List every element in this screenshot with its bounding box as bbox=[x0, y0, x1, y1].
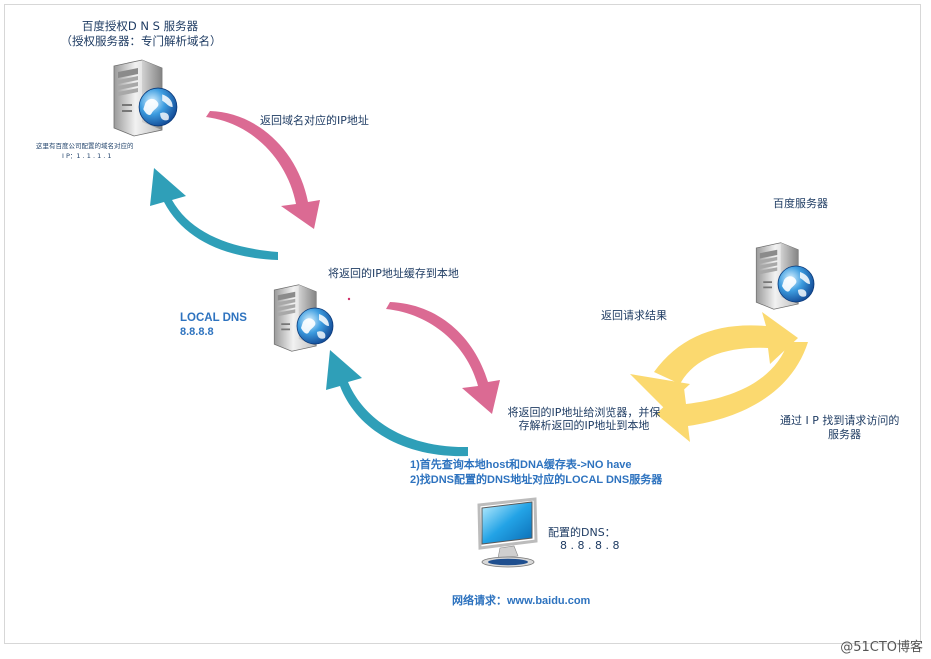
step-2-text: 2)找DNS配置的DNS地址对应的LOCAL DNS服务器 bbox=[410, 474, 663, 486]
teal-arrow-query-local bbox=[326, 350, 468, 457]
teal-arrow-query-auth bbox=[150, 168, 278, 260]
pink-arrow-return-ip bbox=[206, 111, 320, 229]
label-find-by-ip-line2: 服务器 bbox=[828, 428, 861, 441]
label-find-by-ip-line1: 通过 I P 找到请求访问的 bbox=[780, 414, 900, 427]
step-1-text: 1)首先查询本地host和DNA缓存表->NO have bbox=[410, 459, 632, 471]
local-dns-name: LOCAL DNS bbox=[180, 312, 247, 324]
label-cache-ip: 将返回的IP地址缓存到本地 bbox=[328, 267, 459, 280]
request-url-text: 网络请求：www.baidu.com bbox=[452, 595, 591, 607]
config-dns-value: 8 . 8 . 8 . 8 bbox=[560, 539, 620, 552]
auth-dns-note-line2: I P：1 . 1 . 1 . 1 bbox=[62, 152, 112, 160]
watermark: @51CTO博客 bbox=[840, 640, 923, 655]
local-dns-ip: 8.8.8.8 bbox=[180, 326, 214, 338]
label-give-browser-line2: 存解析返回的IP地址到本地 bbox=[518, 419, 650, 432]
label-return-result: 返回请求结果 bbox=[601, 309, 667, 322]
label-give-browser-line1: 将返回的IP地址给浏览器，并保 bbox=[507, 406, 661, 419]
globe-icon bbox=[296, 307, 334, 345]
pink-arrow-cache-return bbox=[386, 302, 500, 414]
globe-icon bbox=[138, 87, 178, 127]
globe-icon bbox=[777, 265, 815, 303]
auth-dns-note-line1: 这里有百度公司配置的域名对应的 bbox=[36, 142, 134, 150]
baidu-server-label: 百度服务器 bbox=[773, 197, 828, 210]
label-return-ip: 返回域名对应的IP地址 bbox=[260, 114, 369, 127]
auth-dns-subtitle: （授权服务器：专门解析域名） bbox=[60, 34, 222, 48]
auth-dns-server-icon bbox=[113, 59, 178, 137]
yellow-arrow-return-result bbox=[654, 312, 798, 384]
client-monitor-icon bbox=[477, 497, 538, 568]
auth-dns-title: 百度授权D N S 服务器 bbox=[81, 19, 199, 33]
config-dns-label: 配置的DNS： bbox=[548, 526, 616, 539]
diagram-frame bbox=[4, 4, 921, 644]
yellow-arrow-request bbox=[656, 342, 808, 442]
baidu-server-icon bbox=[755, 242, 815, 310]
local-dns-server-icon bbox=[273, 284, 334, 352]
